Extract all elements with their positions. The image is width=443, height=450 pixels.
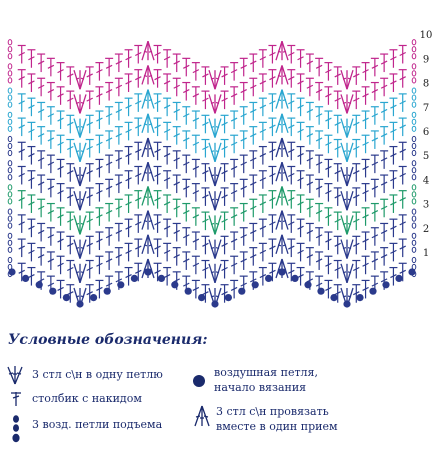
legend-decrease-label-2: вместе в один прием bbox=[216, 420, 338, 433]
turning-chain-left bbox=[7, 256, 13, 278]
turning-chain-left bbox=[7, 135, 13, 157]
chain-stitch-dot bbox=[317, 287, 325, 295]
chain-stitch-dot bbox=[291, 274, 299, 282]
chain-stitch-dot bbox=[62, 294, 70, 302]
legend-turning-chain-label: 3 возд. петли подъема bbox=[32, 418, 163, 431]
legend-title: Условные обозначения: bbox=[8, 332, 208, 348]
turning-chain-left bbox=[7, 160, 13, 181]
turning-chain-right bbox=[411, 184, 417, 205]
row-number-7: 7 bbox=[423, 103, 429, 114]
chain-stitch-dot bbox=[356, 294, 364, 302]
turning-chain-left bbox=[7, 232, 13, 253]
chain-stitch-symbol-icon bbox=[193, 375, 205, 387]
row-5 bbox=[17, 162, 407, 211]
row-number-5: 5 bbox=[423, 151, 429, 162]
chain-stitch-dot bbox=[22, 274, 30, 282]
chain-stitch-dot bbox=[90, 294, 98, 302]
turning-chain-left bbox=[7, 39, 13, 60]
legend-chain-label-2: начало вязания bbox=[214, 381, 307, 394]
chain-stitch-dot bbox=[198, 294, 206, 302]
row-6 bbox=[17, 137, 407, 187]
row-1 bbox=[17, 258, 407, 308]
row-10 bbox=[17, 41, 407, 90]
turning-chain-left bbox=[7, 63, 13, 84]
row-9 bbox=[17, 65, 407, 114]
row-3 bbox=[17, 210, 407, 259]
legend-chain-label-1: воздушная петля, bbox=[214, 366, 318, 379]
turning-chain-right bbox=[411, 39, 417, 60]
chain-stitch-dot bbox=[408, 268, 416, 276]
row-number-1: 1 bbox=[423, 248, 429, 259]
turning-chain-right bbox=[411, 256, 417, 278]
turning-chain-left bbox=[7, 184, 13, 205]
chain-stitch-dot bbox=[157, 274, 165, 282]
legend-decrease-label-1: 3 стл с\н провязать bbox=[216, 405, 329, 418]
turning-chain-left bbox=[7, 208, 13, 229]
increase-symbol-icon bbox=[7, 366, 23, 385]
turning-chain-right bbox=[411, 160, 417, 181]
row-number-4: 4 bbox=[423, 175, 429, 186]
row-4 bbox=[17, 186, 407, 235]
row-2 bbox=[17, 234, 407, 283]
row-8 bbox=[17, 89, 407, 138]
row-number-2: 2 bbox=[423, 224, 429, 235]
turning-chain-right bbox=[411, 63, 417, 84]
row-number-8: 8 bbox=[423, 79, 429, 90]
row-number-6: 6 bbox=[423, 127, 429, 138]
chain-stitch-dot bbox=[369, 287, 377, 295]
chain-stitch-dot bbox=[395, 274, 403, 282]
row-number-10: 10 bbox=[420, 30, 433, 41]
row-number-9: 9 bbox=[423, 54, 429, 65]
chain-stitch-dot bbox=[184, 287, 192, 295]
chain-stitch-dot bbox=[224, 294, 232, 302]
turning-chain-right bbox=[411, 87, 417, 108]
decrease-symbol-icon bbox=[194, 405, 210, 427]
chain-stitch-dot bbox=[251, 281, 259, 289]
legend-increase-label: 3 стл с\н в одну петлю bbox=[32, 368, 163, 381]
chain-stitch-dot bbox=[265, 274, 273, 282]
turning-chain-right bbox=[411, 208, 417, 229]
crochet-chart: 1 2 3 4 5 6 7 8 9 10 bbox=[7, 30, 433, 308]
legend-dc-label: столбик с накидом bbox=[32, 392, 142, 405]
double-crochet-symbol-icon bbox=[11, 392, 21, 406]
chain-stitch-dot bbox=[382, 281, 390, 289]
chain-stitch-dot bbox=[130, 274, 138, 282]
turning-chain-symbol-icon bbox=[12, 415, 20, 443]
chain-stitch-dot bbox=[8, 268, 16, 276]
row-number-3: 3 bbox=[423, 200, 429, 211]
turning-chain-right bbox=[411, 232, 417, 253]
chain-stitch-dot bbox=[238, 287, 246, 295]
turning-chain-left bbox=[7, 87, 13, 108]
chain-stitch-dot bbox=[171, 281, 179, 289]
turning-chain-right bbox=[411, 135, 417, 157]
chain-stitch-dot bbox=[330, 294, 338, 302]
row-7 bbox=[17, 113, 407, 162]
chain-stitch-dot bbox=[304, 281, 312, 289]
turning-chain-right bbox=[411, 111, 417, 132]
turning-chain-left bbox=[7, 111, 13, 132]
